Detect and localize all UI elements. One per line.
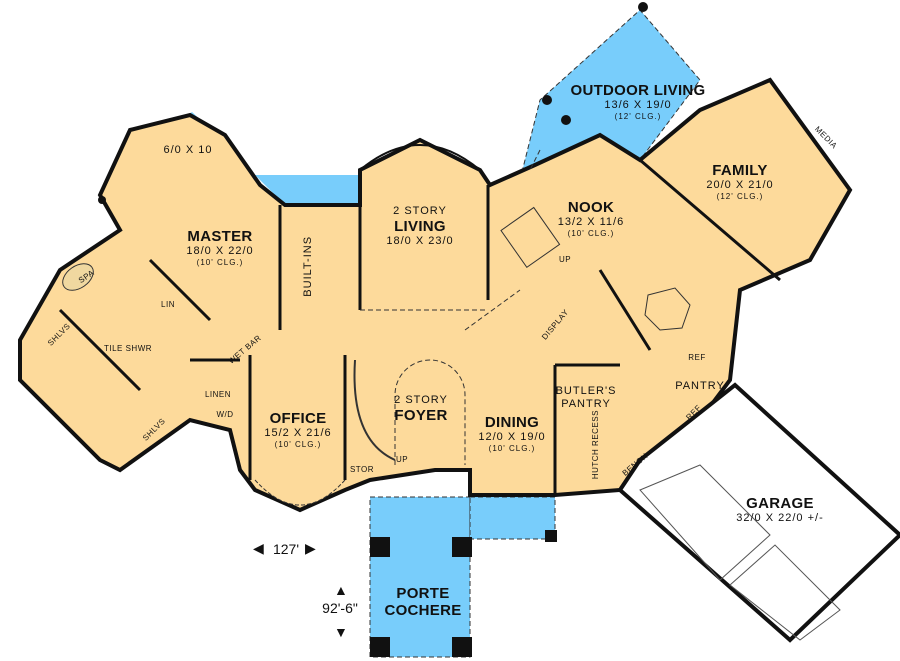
room-prefix: 2 STORY: [393, 205, 447, 217]
arrow-left-icon: ◀: [253, 540, 264, 556]
room-dimensions: 12/0 X 19/0: [478, 431, 546, 444]
room-ceiling: (10' CLG.): [488, 443, 536, 453]
living-bay: [359, 144, 481, 171]
tile-shower-label: TILE SHWR: [103, 344, 153, 353]
room-living: 2 STORY LIVING 18/0 X 23/0: [386, 205, 453, 248]
foyer-stair: [353, 359, 396, 461]
room-name: LIVING: [394, 217, 446, 235]
room-nook: NOOK 13/2 X 11/6 (10' CLG.): [558, 199, 624, 238]
room-dimensions: 13/6 X 19/0: [604, 99, 672, 112]
room-dining: DINING 12/0 X 19/0 (10' CLG.): [478, 414, 545, 453]
room-family: FAMILY 20/0 X 21/0 (12' CLG.): [706, 162, 773, 201]
room-garage: GARAGE 32/0 X 22/0 +/-: [736, 495, 823, 525]
front-porch: [469, 496, 556, 540]
room-dimensions: 18/0 X 22/0: [186, 245, 254, 258]
overall-depth: 92'-6": [322, 600, 358, 616]
room-dimensions: 20/0 X 21/0: [706, 179, 774, 192]
linen-label: LINEN: [204, 390, 232, 399]
room-ceiling: (10' CLG.): [274, 439, 322, 449]
office-bay: [254, 479, 346, 506]
lin-label: LIN: [161, 300, 175, 309]
ceiling-lines: [360, 149, 541, 465]
room-name: OFFICE: [269, 410, 327, 427]
room-dimensions: 15/2 X 21/6: [264, 427, 332, 440]
overall-width: 127': [272, 541, 300, 557]
room-office: OFFICE 15/2 X 21/6 (10' CLG.): [264, 410, 331, 449]
built-ins-label: BUILT-INS: [302, 235, 315, 297]
arrow-right-icon: ▶: [305, 540, 316, 556]
room-porte-cochere: PORTE COCHERE: [384, 585, 461, 620]
kitchen-island: [644, 287, 691, 331]
room-name-line1: BUTLER'S: [555, 385, 617, 397]
room-name: NOOK: [567, 199, 615, 216]
room-ceiling: (12' CLG.): [614, 111, 662, 121]
arrow-up-icon: ▲: [334, 582, 348, 598]
ref-label: REF: [688, 353, 706, 362]
room-name-line1: PORTE: [396, 585, 450, 602]
storage-label: STOR: [349, 465, 375, 474]
room-butlers-pantry: BUTLER'S PANTRY: [556, 385, 617, 410]
spa-tub: [62, 263, 94, 291]
garage-door-right: [729, 544, 841, 641]
room-name-line2: COCHERE: [384, 602, 462, 620]
arrow-down-icon: ▼: [334, 624, 348, 640]
nook-stair: [500, 206, 561, 269]
hutch-recess-label: HUTCH RECESS: [590, 410, 600, 480]
room-ceiling: (10' CLG.): [196, 257, 244, 267]
columns: [98, 2, 648, 657]
washer-dryer-label: W/D: [216, 410, 234, 419]
room-name: FAMILY: [712, 162, 768, 179]
garage-area: [617, 382, 900, 643]
room-name: GARAGE: [746, 495, 814, 512]
room-dimensions: 32/0 X 22/0 +/-: [736, 512, 824, 525]
room-name: MASTER: [187, 228, 253, 245]
room-foyer: 2 STORY FOYER: [394, 394, 448, 424]
porte-cochere-area: [369, 496, 471, 658]
interior-walls: [58, 158, 781, 495]
room-master: MASTER 18/0 X 22/0 (10' CLG.): [186, 228, 253, 267]
room-dimensions: 13/2 X 11/6: [557, 216, 625, 229]
room-ceiling: (12' CLG.): [716, 191, 764, 201]
room-pantry: PANTRY: [675, 380, 725, 392]
foyer-stair-up-label: UP: [395, 455, 409, 464]
room-name-line2: PANTRY: [561, 397, 611, 410]
nook-stair-up-label: UP: [558, 255, 572, 264]
living-terrace: [255, 175, 360, 205]
room-prefix: 2 STORY: [394, 394, 448, 406]
room-dimensions: 18/0 X 23/0: [386, 234, 454, 247]
room-outdoor-living: OUTDOOR LIVING 13/6 X 19/0 (12' CLG.): [570, 82, 705, 121]
room-name: OUTDOOR LIVING: [570, 82, 706, 99]
master-alcove-dim: 6/0 X 10: [163, 144, 213, 156]
room-name: DINING: [484, 414, 540, 431]
garage-door-left: [639, 464, 771, 581]
room-name: FOYER: [394, 406, 448, 424]
room-ceiling: (10' CLG.): [567, 228, 615, 238]
